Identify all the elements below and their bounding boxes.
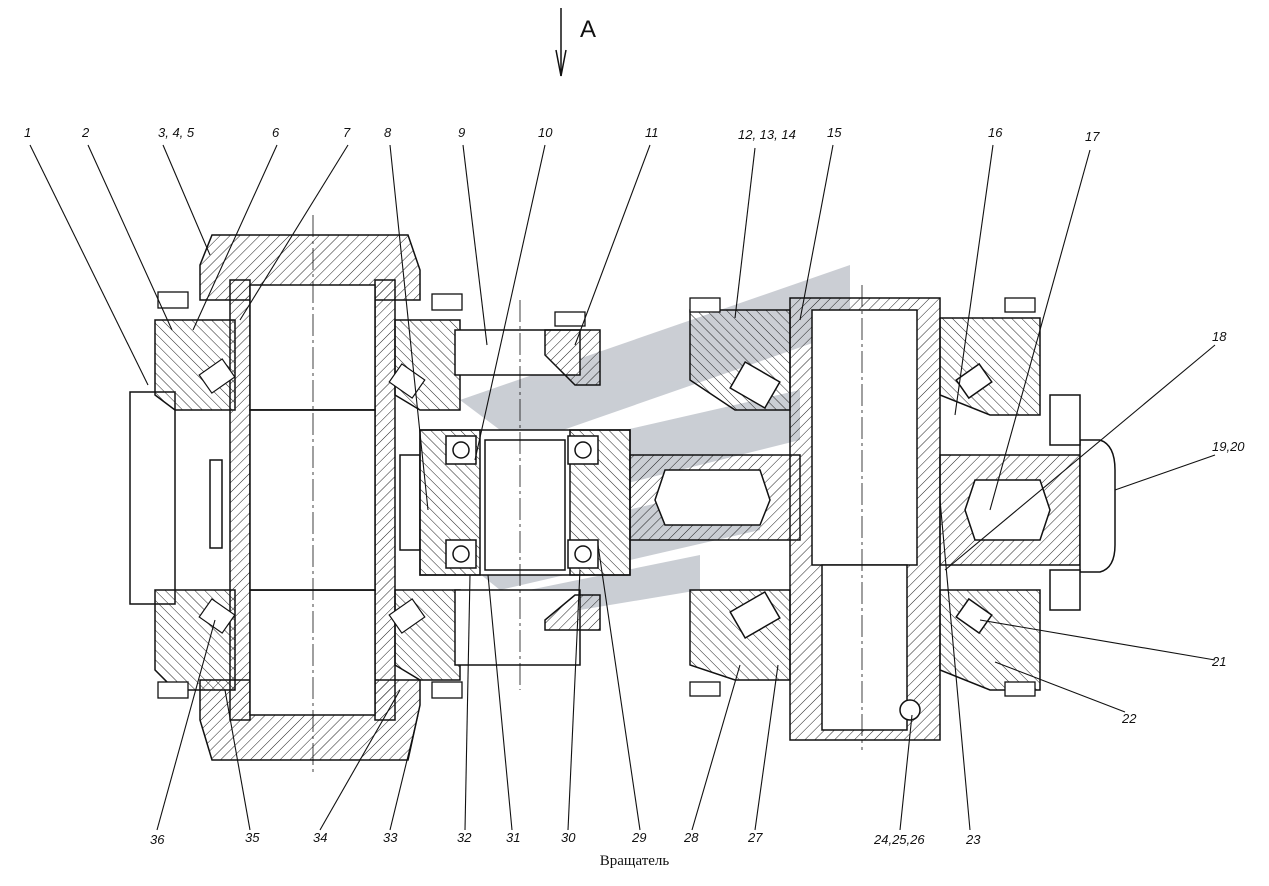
bolts-right [554, 297, 1036, 697]
callout-31: 31 [506, 830, 521, 845]
callout-10: 10 [538, 125, 553, 140]
view-arrow [555, 8, 567, 77]
view-a-label: A [580, 16, 597, 43]
left-housing [129, 234, 461, 761]
callout-33: 33 [383, 830, 398, 845]
callout-27: 27 [748, 830, 763, 845]
callout-15: 15 [827, 125, 842, 140]
callout-17: 17 [1085, 129, 1100, 144]
leader-lines [29, 144, 1216, 831]
callout-36: 36 [150, 832, 165, 847]
callout-29: 29 [632, 830, 647, 845]
callout-6: 6 [272, 125, 280, 140]
callout-18: 18 [1212, 329, 1227, 344]
middle-gear [419, 329, 631, 666]
callout-32: 32 [457, 830, 472, 845]
callout-19-20: 19,20 [1212, 439, 1245, 454]
central-shaft [629, 297, 941, 741]
callout-34: 34 [313, 830, 328, 845]
callout-9: 9 [458, 125, 466, 140]
right-assembly [939, 317, 1116, 691]
callout-2: 2 [82, 125, 90, 140]
callout-28: 28 [684, 830, 699, 845]
callout-35: 35 [245, 830, 260, 845]
callout-23: 23 [966, 832, 981, 847]
callout-1: 1 [24, 125, 32, 140]
callout-21: 21 [1212, 654, 1227, 669]
callout-8: 8 [384, 125, 392, 140]
bolts-left [157, 291, 463, 699]
callout-30: 30 [561, 830, 576, 845]
callout-16: 16 [988, 125, 1003, 140]
callout-3-4-5: 3, 4, 5 [158, 125, 195, 140]
callout-11: 11 [645, 125, 659, 140]
callout-12-13-14: 12, 13, 14 [738, 127, 796, 142]
callout-24-25-26: 24,25,26 [874, 832, 925, 847]
callout-22: 22 [1122, 711, 1137, 726]
figure-caption: Вращатель [599, 853, 670, 869]
callout-7: 7 [343, 125, 351, 140]
